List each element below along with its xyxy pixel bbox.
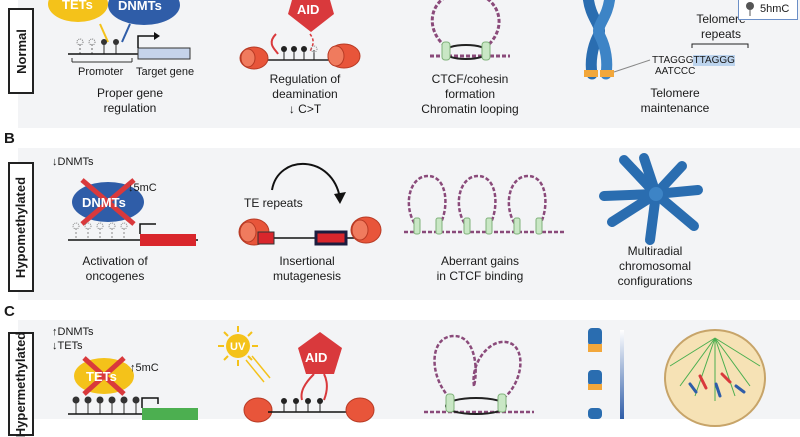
insertional-arc-arrow xyxy=(271,163,346,204)
tets-crossed-oval xyxy=(74,356,134,396)
dnmts-label: DNMTs xyxy=(118,0,162,13)
hyper-loops-diagram xyxy=(424,334,534,415)
multiradial-chromosome-icon xyxy=(599,153,703,245)
dnmts-crossed-oval xyxy=(72,178,144,226)
chromatin-loop-diagram xyxy=(430,0,510,61)
aberrant-loops-diagram xyxy=(404,174,564,235)
side-label-hypo: Hypomethylated xyxy=(8,162,34,292)
legend-label: 5hmC xyxy=(760,3,790,15)
side-label-normal: Normal xyxy=(8,8,34,94)
promoter-label: Promoter xyxy=(78,66,124,78)
aid-label: AID xyxy=(297,2,320,17)
target-gene-label: Target gene xyxy=(136,66,195,78)
side-label-hyper: Hypermethylated xyxy=(8,331,34,437)
dnmts-up-label: ↑DNMTs xyxy=(52,326,94,338)
tets-label: TETs xyxy=(62,0,93,12)
panel-c-label: C xyxy=(4,303,15,320)
dnmts-crossed-label: DNMTs xyxy=(82,195,126,210)
aid-pentagon xyxy=(288,0,334,32)
aid-label-c: AID xyxy=(305,350,328,365)
gene-regulation-diagram xyxy=(68,23,191,63)
telomere-seq-bottom: AATCCC xyxy=(655,66,696,77)
chromosome-icon xyxy=(583,0,651,80)
uv-sun-icon xyxy=(218,326,271,383)
panel-b-label: B xyxy=(4,130,15,147)
dnmts-down-label: ↓DNMTs xyxy=(52,156,94,168)
te-insertion-diagram xyxy=(238,216,382,246)
5hmc-legend-icon xyxy=(746,2,754,16)
mitotic-spindle-icon xyxy=(664,329,766,427)
oncogene-diagram xyxy=(68,222,198,246)
tets-crossed-label: TETs xyxy=(86,369,117,384)
te-repeats-label: TE repeats xyxy=(244,196,303,210)
dnmts-oval xyxy=(108,0,180,25)
tets-oval xyxy=(48,0,108,22)
uv-aid-nucleosome-diagram xyxy=(243,373,375,423)
aid-pentagon-c xyxy=(298,332,342,374)
nucleosome-deamination-diagram xyxy=(239,33,361,70)
telomere-bracket xyxy=(691,43,749,48)
5mc-up-label: ↑5mC xyxy=(130,362,159,374)
telomere-seq-top: TTAGGGTTAGGG xyxy=(652,55,735,66)
tets-down-label: ↓TETs xyxy=(52,340,83,352)
uv-label: UV xyxy=(230,341,246,353)
telomere-shortening-icons xyxy=(588,328,624,419)
5mc-down-label: ↓5mC xyxy=(128,182,157,194)
hypermethylated-gene-diagram xyxy=(68,396,198,420)
